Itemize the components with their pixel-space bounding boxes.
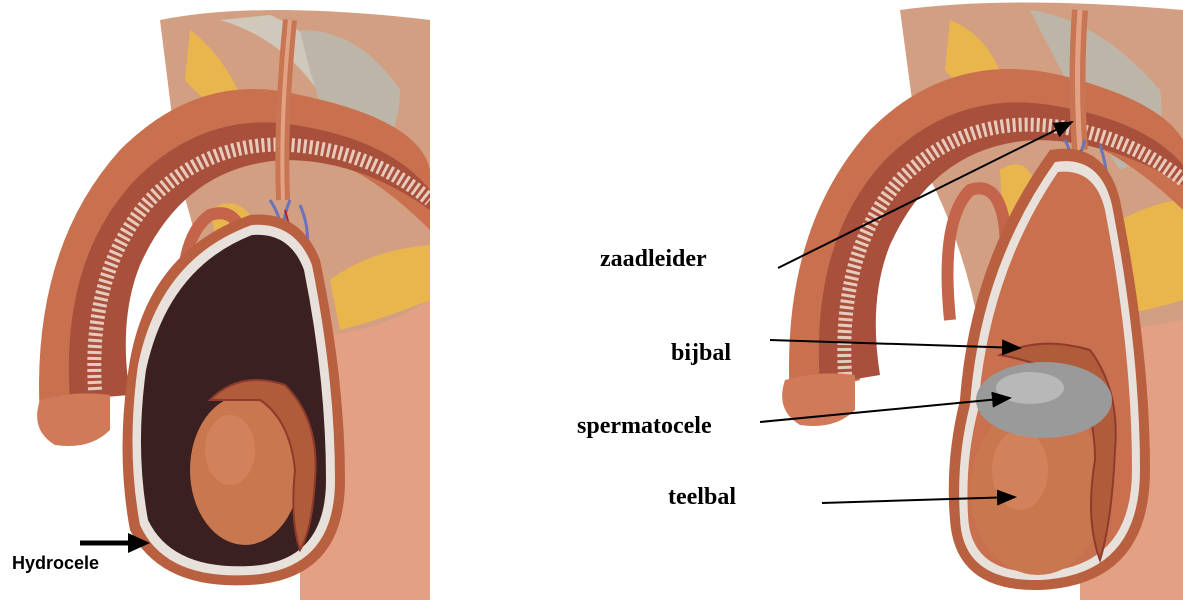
hydrocele-label: Hydrocele — [12, 553, 99, 574]
vas-deferens-highlight — [1078, 10, 1081, 150]
testis-highlight — [205, 415, 255, 485]
testis-highlight — [992, 430, 1048, 510]
glans — [782, 373, 855, 426]
spermatocele-cyst-highlight — [996, 372, 1064, 404]
hydrocele-anatomy-drawing — [0, 0, 430, 600]
glans — [37, 393, 110, 446]
spermatocele-anatomy-drawing — [560, 0, 1183, 600]
label-background-patch — [805, 468, 823, 518]
hydrocele-illustration — [0, 0, 430, 600]
spermatocele-label: spermatocele — [577, 413, 712, 440]
bijbal-label: bijbal — [671, 340, 731, 367]
teelbal-label: teelbal — [668, 484, 736, 511]
zaadleider-label: zaadleider — [600, 246, 707, 273]
spermatocele-illustration — [560, 0, 1183, 600]
